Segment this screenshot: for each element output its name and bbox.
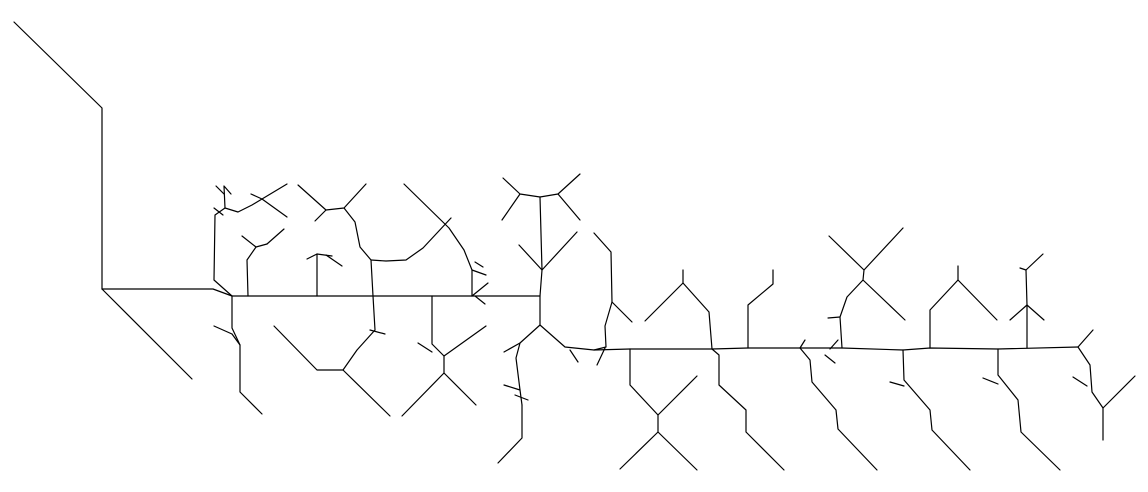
skeleton-branch [471, 269, 487, 276]
skeleton-branch [13, 21, 103, 290]
skeleton-branch [711, 348, 785, 471]
skeleton-branch [403, 183, 473, 297]
skeleton-branch [1026, 304, 1045, 349]
skeleton-branch [215, 185, 225, 195]
skeleton-branch [827, 316, 841, 319]
skeleton-branch [1077, 329, 1094, 348]
skeleton-branch [273, 295, 376, 371]
skeleton-branch [569, 349, 579, 363]
skeleton-branch [657, 431, 698, 471]
skeleton-branch [266, 228, 285, 245]
skeleton-branch [862, 279, 906, 321]
skeleton-branch [1009, 304, 1028, 321]
skeleton-branch [657, 375, 698, 416]
skeleton-branch [503, 342, 521, 353]
skeleton-branch [539, 196, 543, 271]
skeleton-branch [224, 198, 263, 213]
skeleton-branch [342, 369, 391, 417]
skeleton-branch [213, 325, 233, 335]
skeleton-branch [1025, 253, 1044, 306]
skeleton-branch [828, 227, 904, 271]
skeleton-branch [370, 217, 452, 262]
skeleton-branch [593, 232, 633, 323]
skeleton-branch [417, 342, 433, 353]
skeleton-branch [1077, 346, 1104, 441]
skeleton-branch [997, 348, 1061, 471]
skeleton-branch [557, 193, 581, 221]
skeleton-branch [261, 198, 288, 218]
skeleton-branch [929, 279, 998, 349]
skeleton-strokes [13, 21, 1136, 471]
skeleton-branch [619, 348, 659, 470]
skeleton-branch [1102, 375, 1136, 409]
skeleton-branch [503, 384, 521, 391]
skeleton-branch [314, 209, 327, 222]
skeleton-branch [474, 261, 484, 268]
skeleton-branch [101, 288, 193, 380]
skeleton-branch [518, 231, 578, 271]
skeleton-branch [829, 339, 839, 350]
skeleton-branch [101, 288, 233, 297]
skeleton-branch [982, 377, 999, 385]
skeleton-branch [250, 183, 288, 200]
skeleton-branch [889, 381, 905, 387]
skeleton-branch [401, 295, 445, 417]
skeleton-branch [1019, 267, 1027, 271]
skeleton-branch [369, 329, 386, 335]
skeleton-branch [824, 354, 836, 364]
skeleton-branch [325, 254, 343, 267]
skeleton-branch [231, 333, 241, 346]
skeleton-branch [539, 295, 1079, 351]
skeleton-branch [799, 339, 806, 349]
skeleton-branch [839, 269, 865, 349]
skeleton-branch [213, 207, 233, 297]
skeleton-branch [213, 207, 224, 216]
skeleton-branch [443, 372, 477, 406]
skeleton-branch [297, 183, 367, 211]
skeleton-branch [596, 347, 606, 366]
skeleton-branch [471, 282, 489, 297]
skeleton-branch [1072, 376, 1088, 387]
skeleton-branch [241, 235, 257, 248]
skeleton-branch [343, 207, 374, 297]
skeleton-branch [514, 394, 529, 401]
skeleton-branch [539, 269, 543, 297]
skeleton-branch [747, 269, 774, 349]
skeleton-branch [902, 349, 971, 471]
skeleton-branch [443, 325, 487, 357]
skeleton-branch [501, 193, 521, 221]
skeleton-branch [497, 404, 523, 464]
skeleton-branch [246, 243, 268, 297]
skeleton-branch [231, 295, 263, 415]
skeleton-branch [474, 295, 486, 305]
skeleton-branch [502, 173, 581, 198]
skeleton-branch [799, 347, 878, 471]
skeleton-branch [223, 185, 232, 209]
skeleton-branch [515, 324, 541, 406]
skeleton-branch [593, 301, 613, 351]
skeleton-branch [644, 282, 713, 350]
